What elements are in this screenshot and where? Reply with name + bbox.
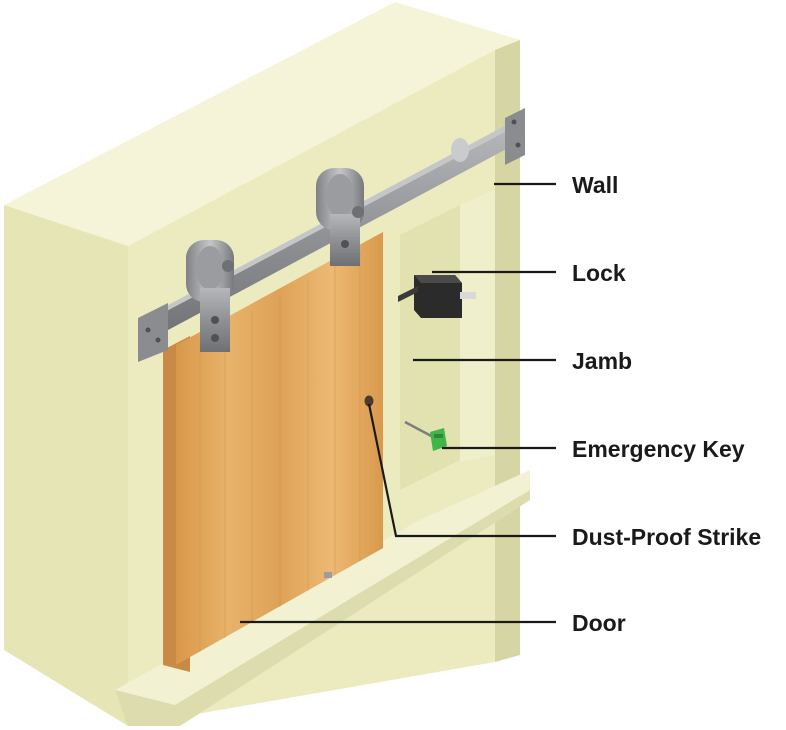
label-wall: Wall [572,172,618,198]
emergency-key-handle [430,428,447,451]
rail-stopper [451,138,469,162]
door-grain [199,252,361,652]
opening-floor-edge [115,490,530,726]
rail-bar [140,128,512,345]
wall-front-face [4,205,128,726]
roller-hanger-left [186,240,234,352]
dust-proof-strike-hole [364,395,374,407]
emergency-key [404,420,447,451]
lock-bolt [460,292,476,299]
lock [398,275,476,318]
label-dust-proof-strike: Dust-Proof Strike [572,524,761,550]
rail-left-bracket [138,303,168,362]
callout-labels: Wall Lock Jamb Emergency Key Dust-Proof … [572,172,761,636]
jamb-right-face [460,190,495,462]
leader-dust-proof-strike [367,403,556,538]
label-jamb: Jamb [572,348,632,374]
opening-floor [115,470,530,705]
rail-right-bracket [505,108,525,165]
wall-top-face [4,2,520,246]
lock-lever [398,286,418,302]
label-door: Door [572,610,626,636]
lock-body [414,275,462,318]
floor-guide [324,572,332,578]
roller-hanger-right [316,168,364,266]
label-lock: Lock [572,260,626,286]
leader-lines [240,182,556,624]
label-emergency-key: Emergency Key [572,436,745,462]
